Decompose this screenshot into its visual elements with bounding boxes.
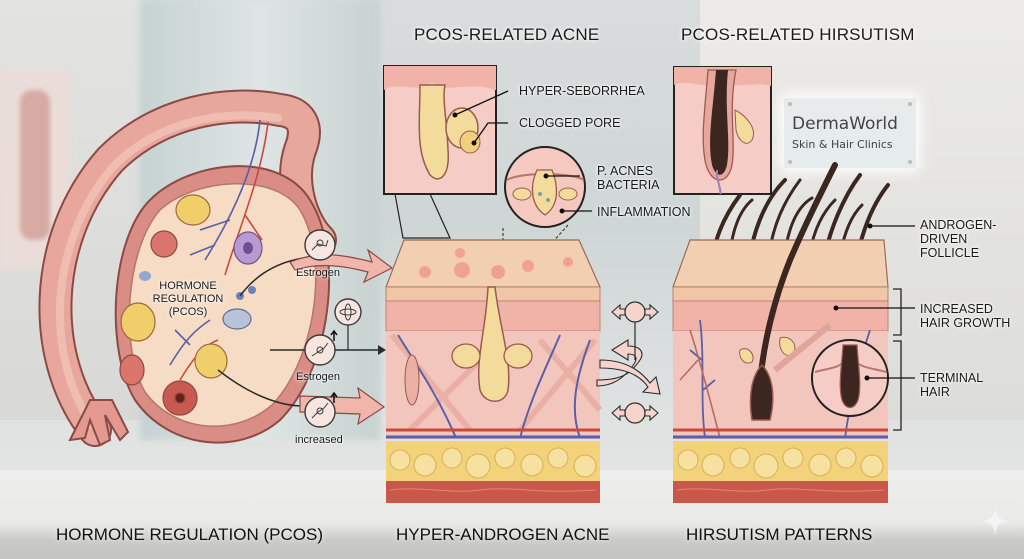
hirsutism-title: PCOS-RELATED HIRSUTISM (681, 25, 915, 44)
callout-increased-hair-growth: INCREASED HAIR GROWTH (920, 302, 1011, 330)
clinic-brand: DermaWorld (792, 114, 898, 134)
callout-p-acnes-bacteria: P. ACNES BACTERIA (597, 164, 660, 192)
estrogen-label-2: Estrogen (296, 371, 341, 383)
callout-terminal-hair: TERMINAL HAIR (920, 371, 984, 399)
increased-label: increased (295, 434, 343, 446)
clinic-subtitle: Skin & Hair Clinics (792, 138, 893, 151)
ovary-center-label: HORMONE REGULATION (PCOS) (152, 280, 224, 318)
caption-hirsutism-patterns: HIRSUTISM PATTERNS (686, 525, 873, 544)
callout-androgen-driven-follicle: ANDROGEN- DRIVEN FOLLICLE (920, 218, 997, 260)
sparkle-icon (982, 506, 1008, 536)
clinic-sign: DermaWorld Skin & Hair Clinics (784, 98, 916, 168)
callout-hyper-seborrhea: HYPER-SEBORRHEA (519, 84, 645, 98)
estrogen-label-1: Estrogen (296, 267, 341, 279)
callout-clogged-pore: CLOGGED PORE (519, 116, 621, 130)
caption-hormone-regulation: HORMONE REGULATION (PCOS) (56, 525, 323, 544)
callout-inflammation: INFLAMMATION (597, 205, 691, 219)
caption-hyper-androgen-acne: HYPER-ANDROGEN ACNE (396, 525, 610, 544)
acne-title: PCOS-RELATED ACNE (414, 25, 600, 44)
